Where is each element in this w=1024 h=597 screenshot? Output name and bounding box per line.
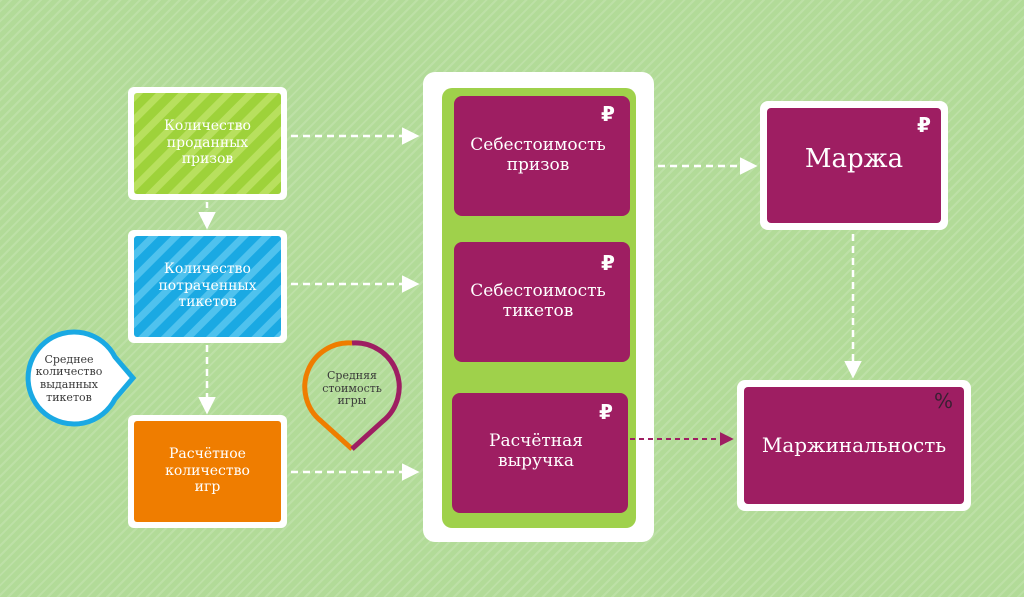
avg-tickets-marker <box>25 329 137 427</box>
avg-tickets-issued-label: Среднее количество выданных тикетов <box>35 352 103 404</box>
margin-label: Маржа <box>804 144 904 175</box>
input-box-estimated-games <box>128 415 287 528</box>
margin-box <box>760 101 948 230</box>
arrows <box>198 127 862 481</box>
rouble-icon: ₽ <box>599 400 613 424</box>
ticket-cost-label: Себестоимость тикетов <box>470 280 606 321</box>
est-revenue-label: Расчётная выручка <box>489 430 583 471</box>
spent-tickets-label: Количество потраченных тикетов <box>158 260 257 311</box>
rouble-icon: ₽ <box>601 251 615 275</box>
rouble-icon: ₽ <box>601 102 615 126</box>
avg-game-cost-marker <box>302 340 402 451</box>
marginality-label: Маржинальность <box>761 433 947 457</box>
percent-icon: % <box>934 389 954 413</box>
rouble-icon: ₽ <box>917 113 931 137</box>
estimated-games-label: Расчётное количество игр <box>165 445 250 496</box>
ticket-cost-box <box>454 242 630 362</box>
prize-cost-label: Себестоимость призов <box>470 134 606 175</box>
input-box-sold-prizes <box>128 87 287 200</box>
est-revenue-box <box>452 393 628 513</box>
input-box-spent-tickets <box>128 230 287 343</box>
prize-cost-box <box>454 96 630 216</box>
avg-game-cost-label: Средняя стоимость игры <box>322 369 382 408</box>
sold-prizes-label: Количество проданных призов <box>164 117 251 168</box>
marginality-box <box>737 380 971 511</box>
